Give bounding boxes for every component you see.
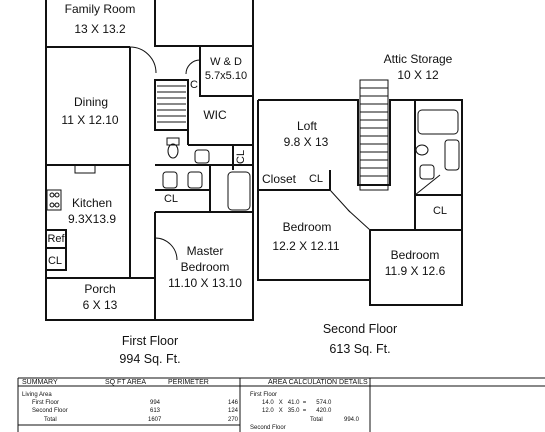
porch-name: Porch: [84, 282, 116, 296]
summary-row-area: 994: [150, 400, 161, 406]
bedroom3-name: Bedroom: [390, 248, 440, 262]
family-room-name: Family Room: [64, 2, 136, 16]
wd-dims: 5.7x5.10: [204, 70, 248, 82]
family-room-dims: 13 X 13.2: [74, 22, 126, 36]
details-r: 420.0: [316, 408, 332, 414]
bedroom2-name: Bedroom: [282, 220, 332, 234]
first-floor-title: First Floor: [121, 334, 179, 348]
toilet-1: [167, 143, 179, 159]
kitchen-name: Kitchen: [71, 196, 113, 210]
kitchen-dims: 9.3X13.9: [67, 212, 117, 226]
sink-2: [187, 171, 203, 189]
loft-closet-label: CL: [308, 173, 324, 185]
sink-3: [194, 149, 210, 164]
details-op: X: [278, 400, 283, 406]
master-closet-label: CL: [163, 193, 179, 205]
living-area-label: Living Area: [22, 392, 52, 398]
details-total-value: 994.0: [344, 417, 360, 423]
second-floor-area: 613 Sq. Ft.: [329, 342, 391, 356]
sink-1: [162, 171, 178, 189]
summary-row-area: 1607: [148, 417, 162, 423]
first-floor-area: 994 Sq. Ft.: [119, 352, 181, 366]
summary-row-label: Second Floor: [32, 408, 68, 414]
dining-dims: 11 X 12.10: [61, 113, 119, 127]
second-floor-title: Second Floor: [322, 322, 398, 336]
bath-closet-label: CL: [235, 149, 247, 164]
sqft-header: SQ FT AREA: [105, 379, 147, 386]
kitchen-counter: [74, 164, 96, 174]
details-eq: =: [302, 408, 307, 414]
summary-row-perim: 270: [228, 417, 239, 423]
ref-label: Ref: [47, 233, 65, 245]
bedroom2-dims: 12.2 X 12.11: [272, 239, 340, 253]
details-first-floor-label: First Floor: [250, 392, 277, 398]
master-name-2: Bedroom: [180, 260, 230, 274]
bedroom3-dims: 11.9 X 12.6: [384, 264, 446, 278]
wic-name: WIC: [203, 108, 227, 122]
details-second-floor-label: Second Floor: [250, 425, 286, 431]
master-dims: 11.10 X 13.10: [168, 276, 242, 290]
tub-2: [417, 109, 459, 135]
attic-name: Attic Storage: [383, 52, 453, 66]
summary-row-area: 613: [150, 408, 161, 414]
summary-row-label: First Floor: [32, 400, 59, 406]
closet-name: Closet: [261, 172, 296, 186]
sink-4: [419, 164, 435, 180]
kitchen-closet-label: CL: [47, 255, 63, 267]
details-a: 14.0: [262, 400, 274, 406]
details-total-label: Total: [310, 417, 323, 423]
summary-row-label: Total: [44, 417, 57, 423]
toilet-tank-1: [166, 137, 180, 146]
dining-name: Dining: [73, 95, 109, 109]
wd-name: W & D: [210, 56, 242, 68]
toilet-2: [415, 144, 429, 156]
details-eq: =: [302, 400, 307, 406]
attic-dims: 10 X 12: [397, 68, 439, 82]
summary-row-perim: 124: [228, 408, 239, 414]
loft-name: Loft: [296, 119, 317, 133]
stove: [46, 189, 62, 211]
bath2-closet-label: CL: [432, 205, 448, 217]
porch-dims: 6 X 13: [82, 298, 118, 312]
area-details-header: AREA CALCULATION DETAILS: [268, 379, 368, 386]
details-op: X: [278, 408, 283, 414]
first-floor-outline: [45, 0, 254, 321]
second-floor-stairs: [359, 79, 389, 191]
summary-header: SUMMARY: [22, 379, 58, 386]
perimeter-header: PERIMETER: [168, 379, 209, 386]
loft-dims: 9.8 X 13: [283, 135, 329, 149]
master-name: Master: [186, 244, 224, 258]
details-row: 12.0 X 35.0 = 420.0: [262, 408, 331, 415]
first-floor-stairs: [157, 85, 186, 123]
second-floor-outline: [257, 99, 463, 306]
details-b: 41.0: [287, 400, 300, 406]
details-row: 14.0 X 41.0 = 574.0: [262, 400, 331, 407]
summary-row-perim: 146: [228, 400, 239, 406]
tub: [227, 171, 251, 211]
details-a: 12.0: [262, 408, 274, 414]
wd-closet-label: C: [190, 79, 198, 91]
details-r: 574.0: [316, 400, 332, 406]
details-b: 35.0: [287, 408, 300, 414]
sink-5: [444, 139, 460, 171]
